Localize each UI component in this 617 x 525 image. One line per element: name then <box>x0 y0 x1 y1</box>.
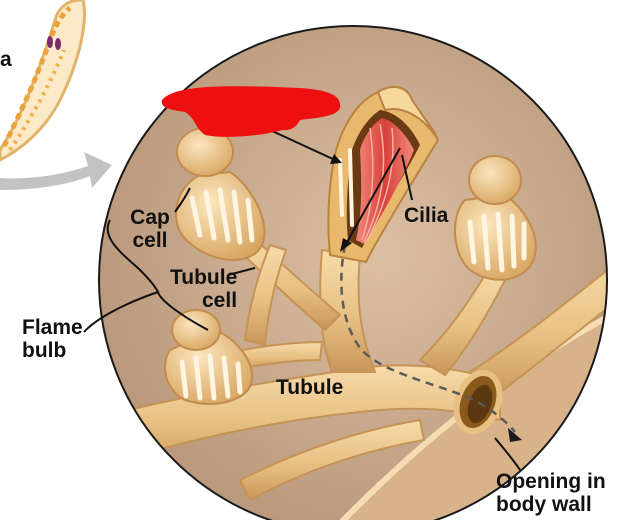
label-flame-bulb-line2: bulb <box>22 339 67 362</box>
label-flame-bulb-line1: Flame <box>22 316 83 339</box>
label-tubule-cell-line2: cell <box>202 289 238 312</box>
magnified-view <box>98 25 608 525</box>
zoom-arrow <box>0 152 112 190</box>
redaction-mark <box>161 86 341 137</box>
label-cap-cell: Cap cell <box>120 206 180 252</box>
label-pointer-arrowhead <box>330 154 342 164</box>
leader-lines <box>83 154 521 471</box>
label-cilia: Cilia <box>404 204 449 227</box>
label-tubule-cell: Tubule cell <box>170 266 237 312</box>
label-opening-line2: body wall <box>496 493 592 516</box>
flatworm-inset-illustration <box>0 0 86 162</box>
label-tubule-cell-line1: Tubule <box>170 266 238 289</box>
label-tubule: Tubule <box>276 376 344 399</box>
label-opening-line1: Opening in <box>496 470 606 493</box>
label-opening-in-body-wall: Opening in body wall <box>496 470 606 516</box>
label-cap-line2: cell <box>132 229 168 252</box>
tubule-network <box>99 234 607 502</box>
cilia-flow-arrow <box>345 147 401 245</box>
flow-arrowhead <box>508 428 522 442</box>
label-pointer-arrow <box>269 129 336 161</box>
fluid-flow-path <box>340 244 516 433</box>
label-cap-line1: Cap <box>130 206 170 229</box>
flame-bulb-lower-left <box>164 309 254 405</box>
cilia-flow-arrowhead <box>340 238 352 252</box>
flame-bulb-right <box>454 155 537 281</box>
label-flame-bulb: Flame bulb <box>22 316 83 362</box>
label-cut-off: a <box>0 48 12 71</box>
flame-bulb-upper-left <box>175 127 266 261</box>
